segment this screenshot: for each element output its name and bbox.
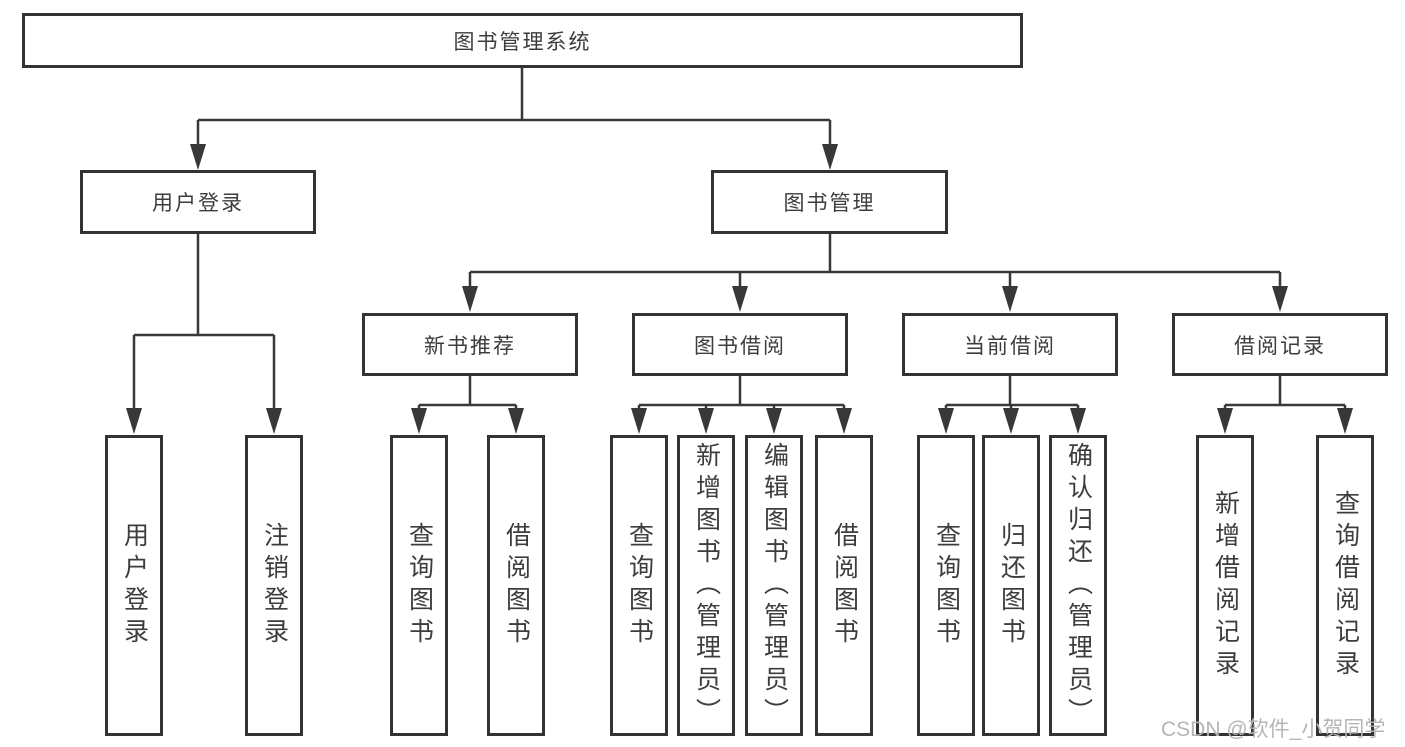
leaf-label: 查询图书 — [405, 521, 434, 650]
node-borrow-records: 借阅记录 — [1172, 313, 1388, 376]
node-label: 当前借阅 — [964, 334, 1056, 358]
leaf-label: 查询图书 — [625, 521, 654, 650]
arrowheads-root-to-level2 — [190, 144, 838, 170]
arrowheads-book-management-children — [462, 286, 1288, 312]
leaf-add-borrow-record: 新增借阅记录 — [1196, 435, 1254, 736]
leaf-borrow-book-recommend: 借阅图书 — [487, 435, 545, 736]
leaf-label: 查询图书 — [932, 521, 961, 650]
leaf-label: 查询借阅记录 — [1331, 489, 1360, 682]
connector-root-to-level2 — [196, 68, 832, 146]
connector-book-management-children — [468, 234, 1282, 288]
leaf-label: 新增借阅记录 — [1211, 489, 1240, 682]
leaf-borrow-book: 借阅图书 — [815, 435, 873, 736]
arrowheads-borrow-record-children — [1217, 408, 1353, 434]
leaf-query-book-current: 查询图书 — [917, 435, 975, 736]
node-label: 图书管理 — [783, 192, 876, 215]
node-new-book-recommend: 新书推荐 — [362, 313, 578, 376]
leaf-label: 用户登录 — [120, 521, 149, 650]
connector-borrow-record-children — [1223, 376, 1347, 410]
arrowheads-book-borrow-children — [631, 408, 852, 434]
leaf-label: 借阅图书 — [502, 521, 531, 650]
connector-new-book-children — [417, 376, 518, 410]
leaf-label: 新增图书（管理员） — [692, 441, 721, 730]
node-library-management-system: 图书管理系统 — [22, 13, 1023, 68]
node-current-borrow: 当前借阅 — [902, 313, 1118, 376]
node-label: 图书借阅 — [694, 334, 786, 358]
node-label: 新书推荐 — [424, 334, 516, 358]
node-label: 借阅记录 — [1234, 334, 1326, 358]
connector-current-borrow-children — [944, 376, 1080, 410]
leaf-query-book-recommend: 查询图书 — [390, 435, 448, 736]
connector-book-borrow-children — [637, 376, 846, 410]
csdn-watermark: CSDN @软件_小贺同学 — [1161, 718, 1386, 741]
arrowheads-user-login-children — [126, 408, 282, 434]
leaf-return-book: 归还图书 — [982, 435, 1040, 736]
arrowheads-new-book-children — [411, 408, 524, 434]
leaf-add-book-admin: 新增图书（管理员） — [677, 435, 735, 736]
node-label: 图书管理系统 — [453, 30, 592, 54]
node-book-borrow: 图书借阅 — [632, 313, 848, 376]
leaf-label: 编辑图书（管理员） — [760, 441, 789, 730]
leaf-query-borrow-record: 查询借阅记录 — [1316, 435, 1374, 736]
node-user-login: 用户登录 — [80, 170, 316, 234]
leaf-query-book-borrow: 查询图书 — [610, 435, 668, 736]
leaf-edit-book-admin: 编辑图书（管理员） — [745, 435, 803, 736]
leaf-label: 归还图书 — [997, 521, 1026, 650]
connector-user-login-children — [132, 234, 276, 410]
node-book-management: 图书管理 — [711, 170, 948, 234]
leaf-confirm-return-admin: 确认归还（管理员） — [1049, 435, 1107, 736]
arrowheads-current-borrow-children — [938, 408, 1086, 434]
node-label: 用户登录 — [152, 192, 244, 215]
leaf-label: 注销登录 — [260, 521, 289, 650]
leaf-user-login: 用户登录 — [105, 435, 163, 736]
leaf-logout: 注销登录 — [245, 435, 303, 736]
leaf-label: 确认归还（管理员） — [1064, 441, 1093, 730]
leaf-label: 借阅图书 — [830, 521, 859, 650]
